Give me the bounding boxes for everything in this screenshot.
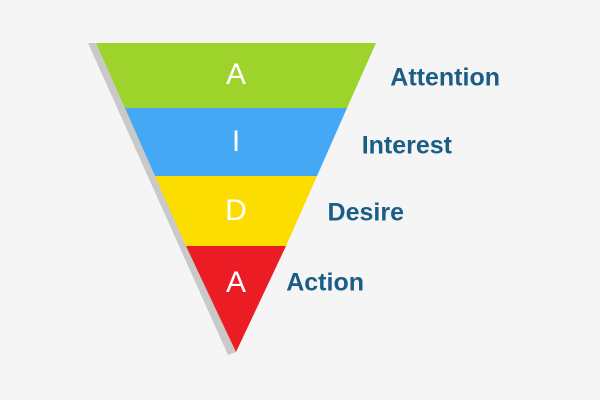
funnel-label-action: Action <box>286 268 364 297</box>
funnel-segment-attention-shape <box>96 43 376 108</box>
funnel-letter-interest: I <box>232 125 240 158</box>
funnel-label-desire: Desire <box>327 198 404 227</box>
funnel-letter-action: A <box>226 266 246 299</box>
funnel-segment-attention[interactable]: A <box>96 43 376 108</box>
funnel-segment-interest-shape <box>125 108 347 176</box>
funnel-label-interest: Interest <box>361 131 452 160</box>
funnel-letter-desire: D <box>225 194 247 227</box>
funnel-shadow <box>88 43 236 355</box>
funnel-segment-desire[interactable]: D <box>155 176 317 246</box>
funnel-segment-action[interactable]: A <box>186 246 286 352</box>
funnel-letter-attention: A <box>226 58 246 91</box>
funnel-label-attention: Attention <box>390 63 500 92</box>
funnel-segment-action-shape <box>186 246 286 352</box>
funnel-segment-interest[interactable]: I <box>125 108 347 176</box>
funnel-segment-desire-shape <box>155 176 317 246</box>
